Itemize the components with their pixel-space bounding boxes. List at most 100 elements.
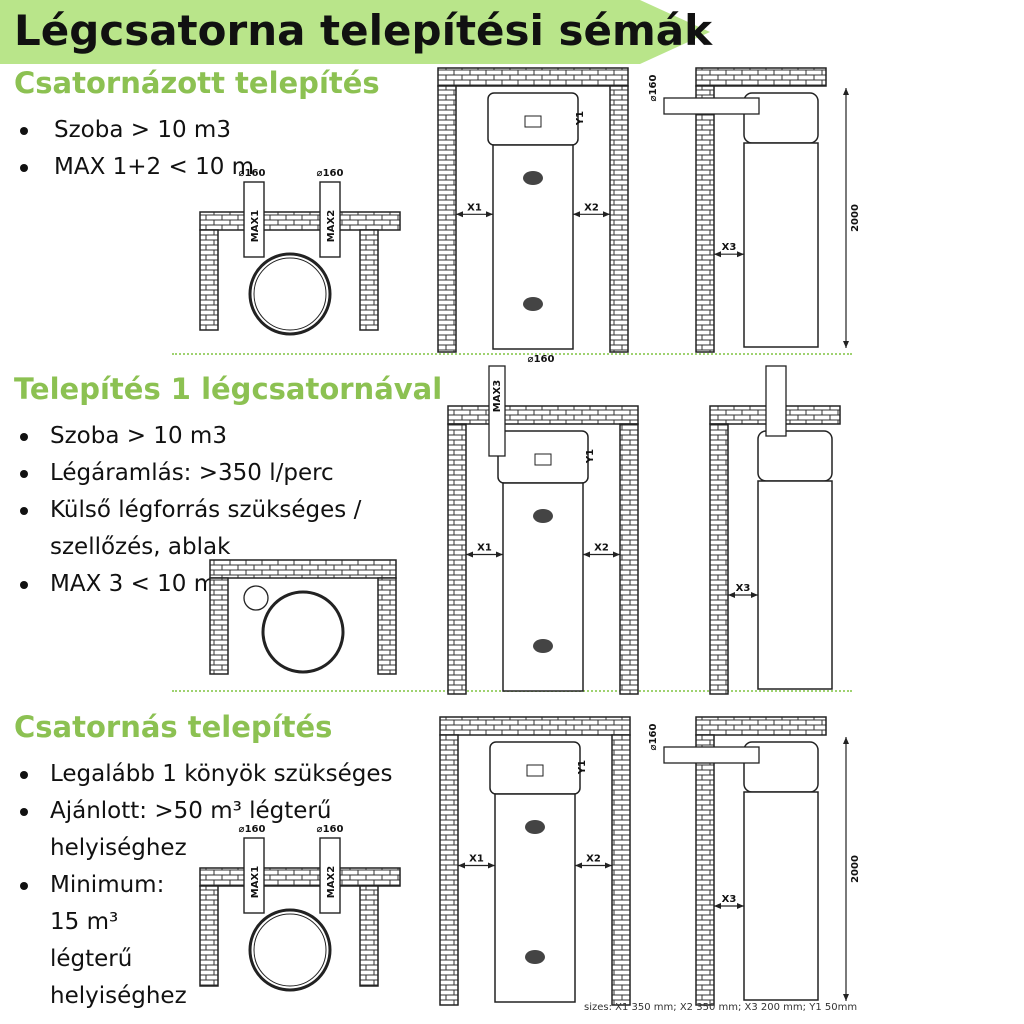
- dimension-arrowhead: [488, 862, 495, 869]
- dimension-label: X2: [584, 202, 599, 213]
- section-bullets-ducted: Szoba > 10 m3 MAX 1+2 < 10 m: [16, 112, 254, 186]
- brick-wall: [695, 85, 715, 353]
- dimension-arrowhead: [751, 592, 758, 598]
- dimension-arrowhead: [737, 251, 744, 258]
- dimension-arrowhead: [728, 592, 735, 598]
- water-tank-side: [743, 791, 819, 1001]
- dimension-label-diameter: ⌀160: [648, 724, 659, 751]
- brick-wall: [437, 67, 629, 87]
- section-divider: [172, 353, 852, 355]
- duct-pipe-horizontal: [663, 97, 760, 115]
- duct-pipe: [243, 837, 265, 914]
- heat-pump-head-side: [757, 430, 833, 482]
- brick-wall: [439, 734, 459, 1006]
- dimension-arrowhead: [486, 211, 493, 218]
- dimension-arrowhead: [605, 862, 612, 869]
- tank-top-view: [261, 590, 345, 674]
- dimension-label-diameter: ⌀160: [239, 824, 266, 835]
- dimension-arrowhead: [737, 903, 744, 909]
- dimension-arrowhead: [456, 211, 463, 218]
- bullet-item: Ajánlott: >50 m³ légterű helyiséghez: [16, 793, 350, 867]
- dimension-label-max1: MAX1: [250, 210, 261, 242]
- dimension-arrowhead: [714, 251, 721, 258]
- brick-wall: [359, 229, 379, 331]
- section-bullets-channel: Legalább 1 könyök szükséges Ajánlott: >5…: [16, 756, 401, 1015]
- dimension-arrowhead: [843, 341, 849, 348]
- bullet-item: Legalább 1 könyök szükséges: [16, 756, 401, 793]
- dimension-label-y1: Y1: [585, 449, 596, 464]
- dimension-label: X3: [736, 583, 751, 594]
- pipe-connection: [533, 509, 553, 523]
- dimension-label: X3: [722, 894, 737, 905]
- bullet-item: MAX 3 < 10 m: [16, 566, 386, 603]
- duct-pipe: [243, 181, 265, 258]
- dimension-arrowhead: [466, 551, 473, 558]
- dimension-arrowhead: [573, 211, 580, 218]
- brick-wall: [209, 577, 229, 675]
- pipe-connection: [533, 639, 553, 653]
- duct-pipe: [319, 181, 341, 258]
- duct-pipe-vertical: [765, 365, 787, 437]
- dimension-arrowhead: [458, 862, 465, 869]
- dimension-label: X1: [477, 543, 492, 554]
- dimension-label: 2000: [850, 204, 861, 232]
- dimension-label-diameter: ⌀160: [528, 354, 555, 365]
- brick-wall: [611, 734, 631, 1006]
- tank-top-view: [248, 908, 332, 992]
- brick-wall: [209, 559, 397, 579]
- dimension-label: X1: [469, 854, 484, 865]
- duct-pipe: [319, 837, 341, 914]
- brick-wall: [695, 716, 827, 736]
- pipe-connection: [523, 297, 543, 311]
- tank-top-view: [248, 252, 332, 336]
- section-title-channel: Csatornás telepítés: [14, 710, 333, 744]
- dimension-label-y1: Y1: [577, 760, 588, 775]
- bullet-item: Minimum: 15 m³ légterű helyiséghez: [16, 867, 190, 1015]
- brick-wall: [709, 423, 729, 695]
- water-tank-side: [743, 142, 819, 348]
- dimension-label-diameter: ⌀160: [317, 824, 344, 835]
- dimension-label: X2: [594, 543, 609, 554]
- dimension-label-diameter: ⌀160: [317, 168, 344, 179]
- duct-pipe: [488, 365, 506, 457]
- dimension-arrowhead: [613, 551, 620, 558]
- brick-wall: [437, 85, 457, 353]
- control-display: [534, 453, 552, 466]
- dimension-label-max2: MAX2: [326, 210, 337, 242]
- dimension-arrowhead: [714, 903, 721, 909]
- brick-wall: [199, 867, 401, 887]
- dimension-label: X1: [467, 202, 482, 213]
- tank-top-view-inner: [253, 257, 327, 331]
- brick-wall: [199, 211, 401, 231]
- brick-wall: [447, 405, 639, 425]
- pipe-connection: [523, 171, 543, 185]
- dimension-arrowhead: [575, 862, 582, 869]
- bullet-item: Külső légforrás szükséges / szellőzés, a…: [16, 492, 386, 566]
- brick-wall: [199, 229, 219, 331]
- dimension-arrowhead: [603, 211, 610, 218]
- brick-wall: [359, 885, 379, 987]
- dimension-arrowhead: [843, 88, 849, 95]
- dimension-arrowhead: [583, 551, 590, 558]
- brick-wall: [447, 423, 467, 695]
- brick-wall: [609, 85, 629, 353]
- dimension-label-max2: MAX2: [326, 866, 337, 898]
- brick-wall: [619, 423, 639, 695]
- control-display: [526, 764, 544, 777]
- brick-wall: [377, 577, 397, 675]
- duct-pipe-top-view: [243, 585, 269, 611]
- dimension-label-diameter: ⌀160: [239, 168, 266, 179]
- dimension-label-max3: MAX3: [492, 380, 503, 412]
- dimension-label: X3: [722, 242, 737, 253]
- control-display: [524, 115, 542, 128]
- brick-wall: [199, 885, 219, 987]
- dimension-label-y1: Y1: [575, 111, 586, 126]
- brick-wall: [695, 67, 827, 87]
- brick-wall: [695, 734, 715, 1006]
- sizes-footnote: sizes: X1 350 mm; X2 350 mm; X3 200 mm; …: [584, 1002, 858, 1013]
- dimension-arrowhead: [843, 737, 849, 744]
- dimension-label: X2: [586, 854, 601, 865]
- banner-arrow-shape: [0, 0, 710, 64]
- dimension-label-max1: MAX1: [250, 866, 261, 898]
